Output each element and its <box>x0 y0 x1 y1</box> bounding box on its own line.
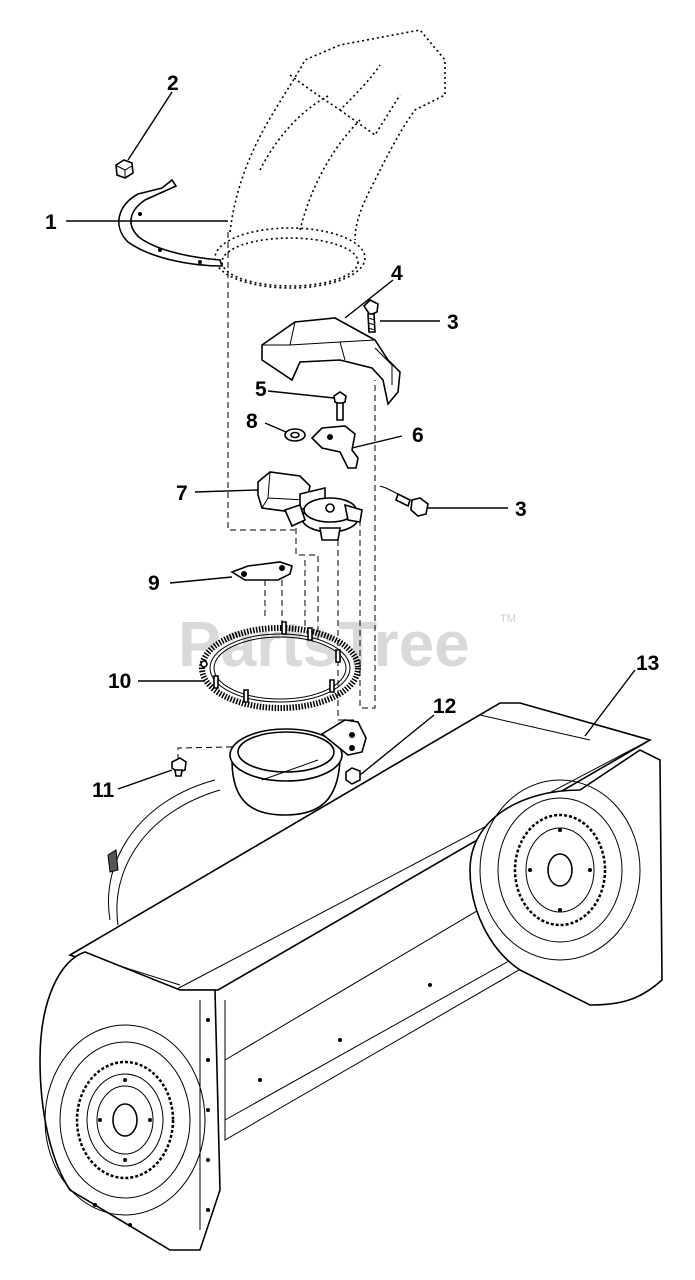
auger-housing <box>39 702 663 1251</box>
leader-lines <box>66 91 636 790</box>
callout-2: 2 <box>167 72 179 95</box>
bolt-top <box>362 299 379 333</box>
chute-base <box>229 719 367 816</box>
callout-3-top: 3 <box>447 311 459 334</box>
gear-ring <box>199 621 361 711</box>
callout-8: 8 <box>246 410 258 433</box>
callout-11: 11 <box>92 779 115 802</box>
bracket-part-6 <box>310 425 359 469</box>
watermark-text: PartsTree <box>178 608 470 680</box>
callout-5: 5 <box>255 378 267 401</box>
hex-nut-part-12 <box>345 767 361 785</box>
alignment-lines <box>177 232 376 760</box>
discharge-chute <box>214 29 446 289</box>
plate-part-9 <box>230 561 293 581</box>
watermark-trademark: TM <box>500 613 516 625</box>
callout-6: 6 <box>412 424 424 447</box>
callout-10: 10 <box>108 670 131 693</box>
screw-part-5 <box>333 391 347 421</box>
screw-side <box>379 485 429 517</box>
callout-7: 7 <box>176 482 188 505</box>
retaining-ring <box>118 178 224 267</box>
callout-1: 1 <box>45 211 57 234</box>
callout-labels: 1 2 3 4 5 6 7 8 3 9 10 12 11 13 <box>45 72 659 802</box>
washer-part-8 <box>284 428 306 442</box>
callout-3-side: 3 <box>515 498 527 521</box>
hex-nut-top <box>115 159 134 179</box>
motor-assembly <box>257 471 363 541</box>
callout-13: 13 <box>636 652 659 675</box>
callout-12: 12 <box>433 695 456 718</box>
callout-9: 9 <box>148 572 160 595</box>
screw-part-11 <box>171 757 187 777</box>
callout-4: 4 <box>391 262 403 285</box>
chute-housing <box>261 317 401 406</box>
